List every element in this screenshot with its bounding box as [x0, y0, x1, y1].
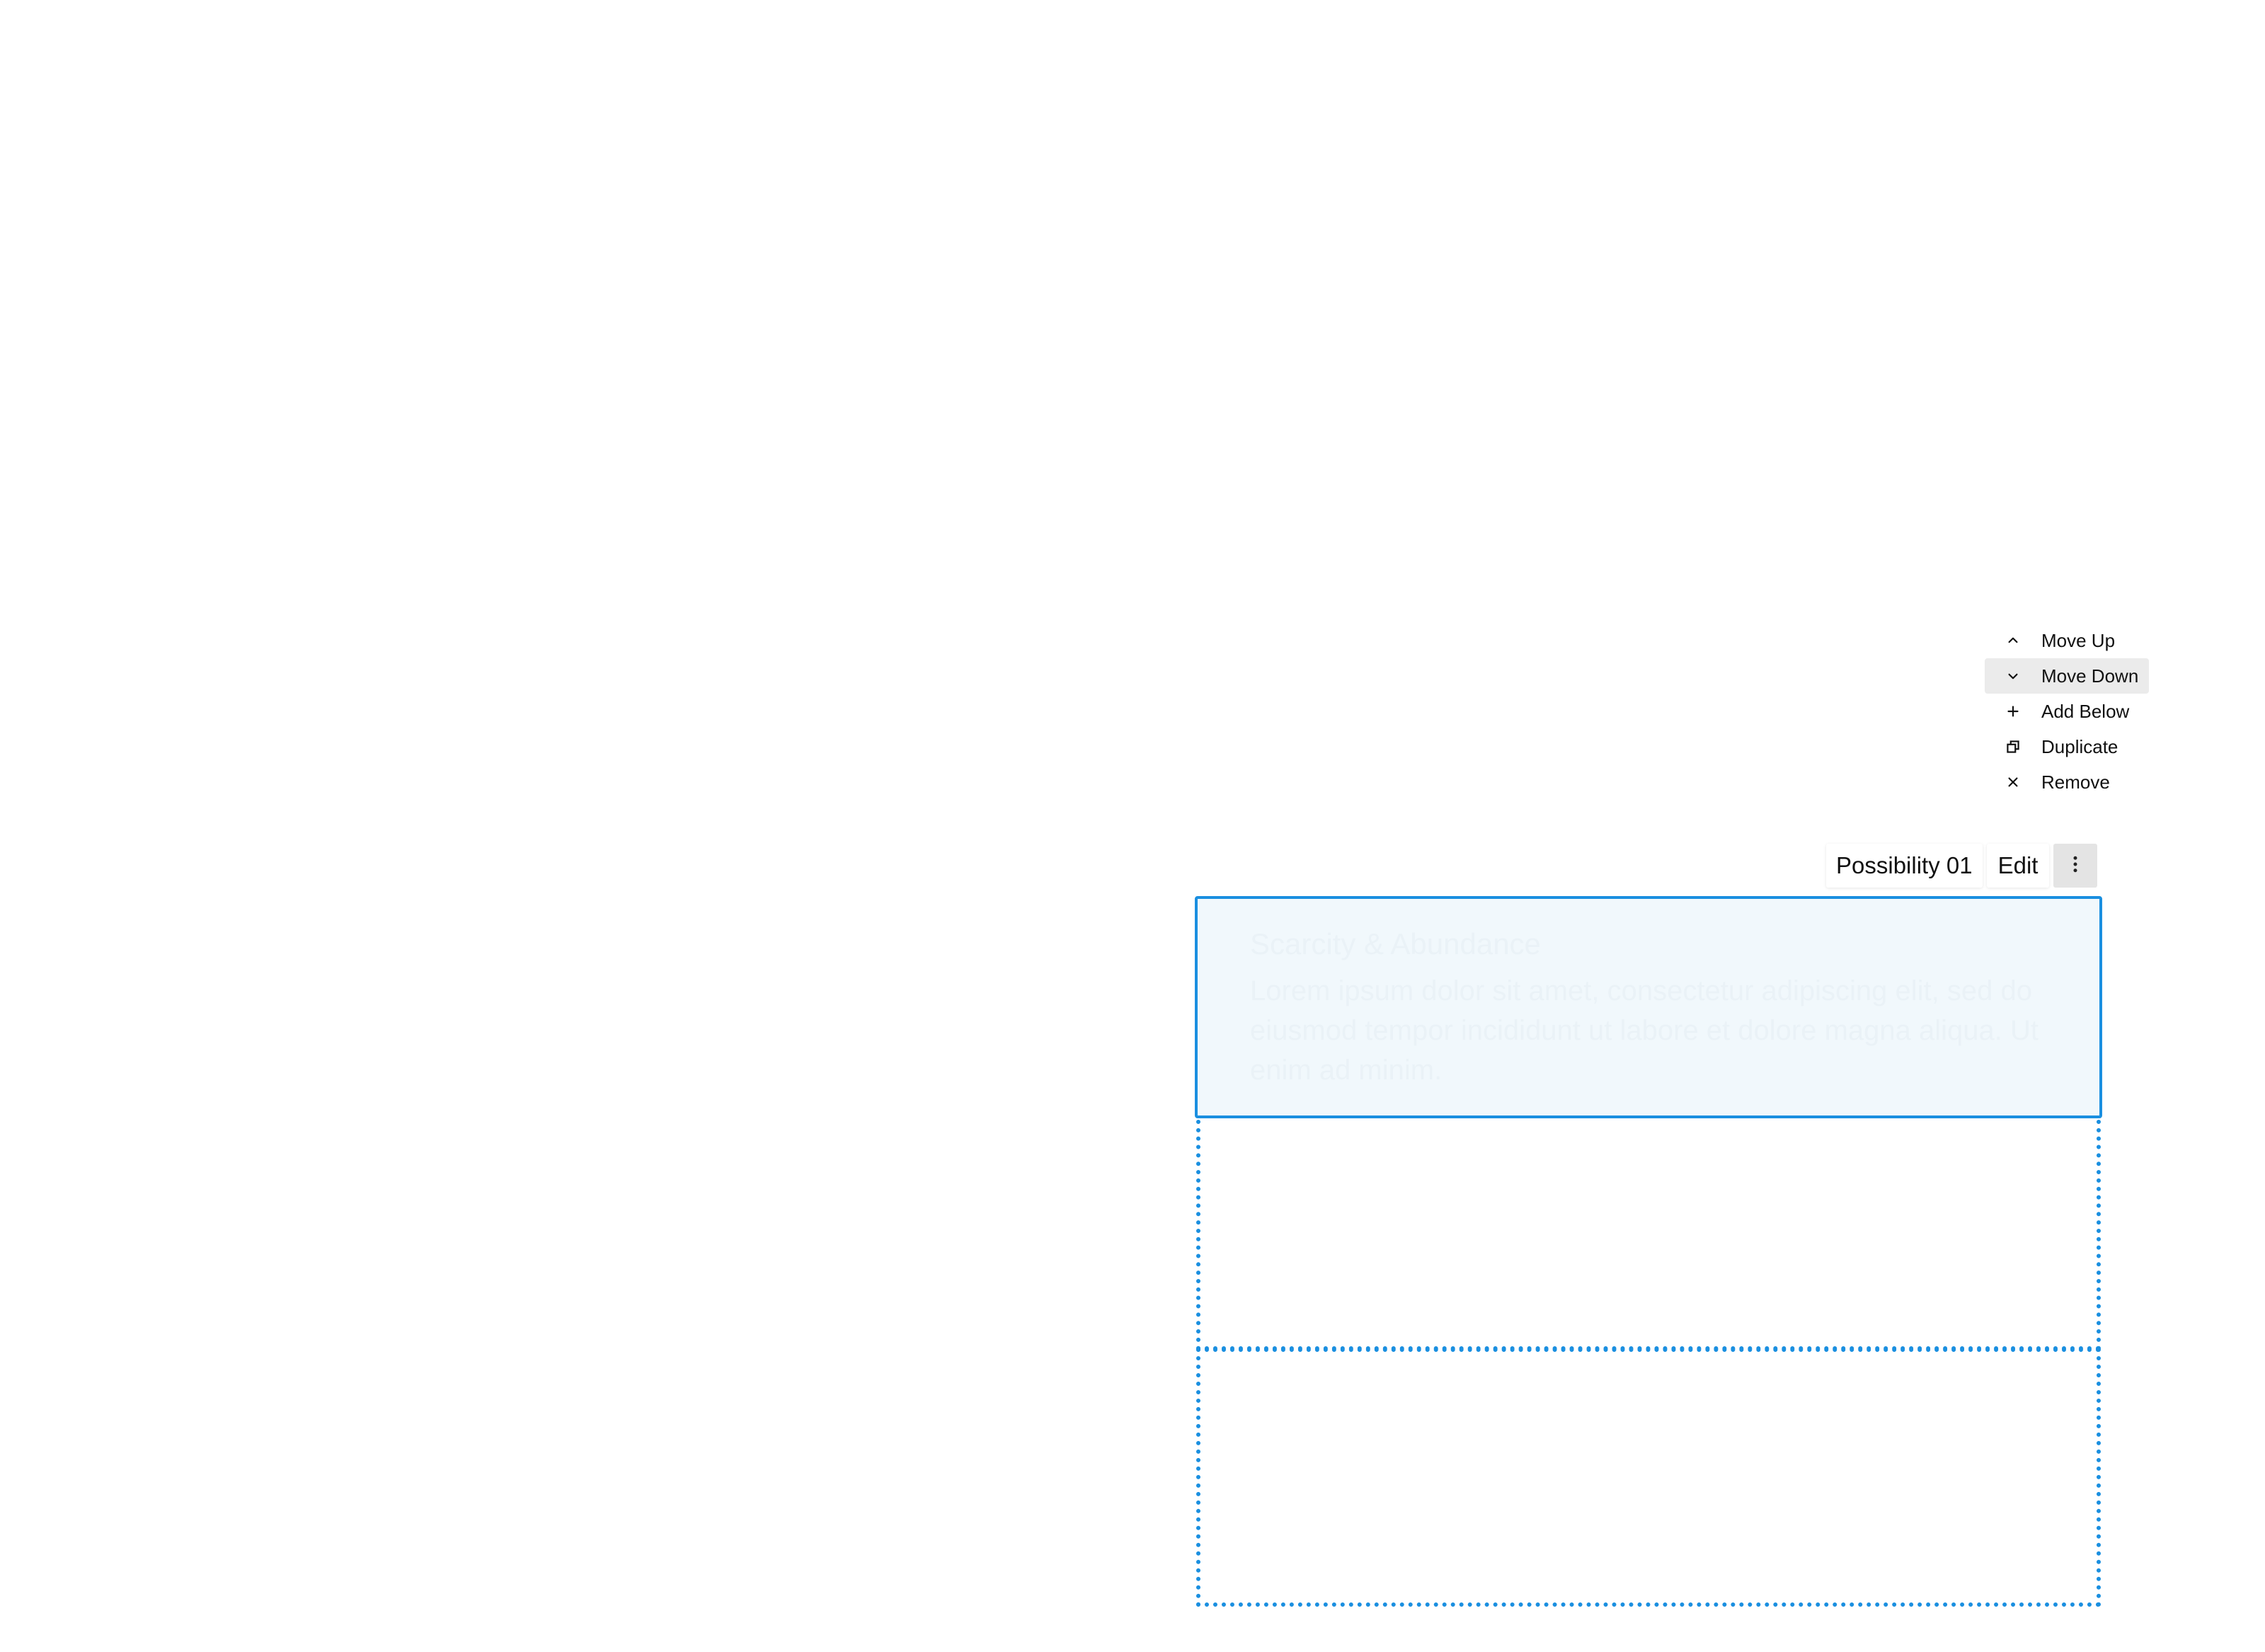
- menu-item-label: Remove: [2041, 771, 2110, 793]
- block-body-text: Lorem ipsum dolor sit amet, consectetur …: [1250, 975, 2038, 1086]
- more-options-button[interactable]: [2053, 844, 2098, 888]
- selected-content-block[interactable]: Scarcity & Abundance Lorem ipsum dolor s…: [1195, 896, 2102, 1118]
- block-toolbar: Possibility 01 Edit: [1826, 844, 2098, 888]
- close-icon: [1985, 773, 2041, 791]
- menu-item-remove[interactable]: Remove: [1985, 764, 2149, 800]
- menu-item-move-down[interactable]: Move Down: [1985, 658, 2149, 694]
- chevron-up-icon: [1985, 631, 2041, 650]
- more-vertical-icon: [2065, 854, 2086, 878]
- menu-item-move-up[interactable]: Move Up: [1985, 623, 2149, 658]
- menu-item-duplicate[interactable]: Duplicate: [1985, 729, 2149, 764]
- drop-zone[interactable]: [1196, 1348, 2101, 1607]
- edit-button[interactable]: Edit: [1986, 844, 2050, 888]
- block-context-menu: Move Up Move Down Add Below Duplicate Re…: [1985, 623, 2149, 800]
- block-heading: Scarcity & Abundance: [1250, 927, 1541, 960]
- menu-item-label: Add Below: [2041, 700, 2130, 722]
- block-name-label: Possibility 01: [1826, 844, 1983, 888]
- chevron-down-icon: [1985, 667, 2041, 685]
- menu-item-label: Duplicate: [2041, 735, 2118, 757]
- menu-item-add-below[interactable]: Add Below: [1985, 694, 2149, 729]
- plus-icon: [1985, 702, 2041, 721]
- drop-zone[interactable]: [1196, 1120, 2101, 1350]
- menu-item-label: Move Up: [2041, 629, 2116, 651]
- duplicate-icon: [1985, 738, 2041, 756]
- menu-item-label: Move Down: [2041, 665, 2139, 687]
